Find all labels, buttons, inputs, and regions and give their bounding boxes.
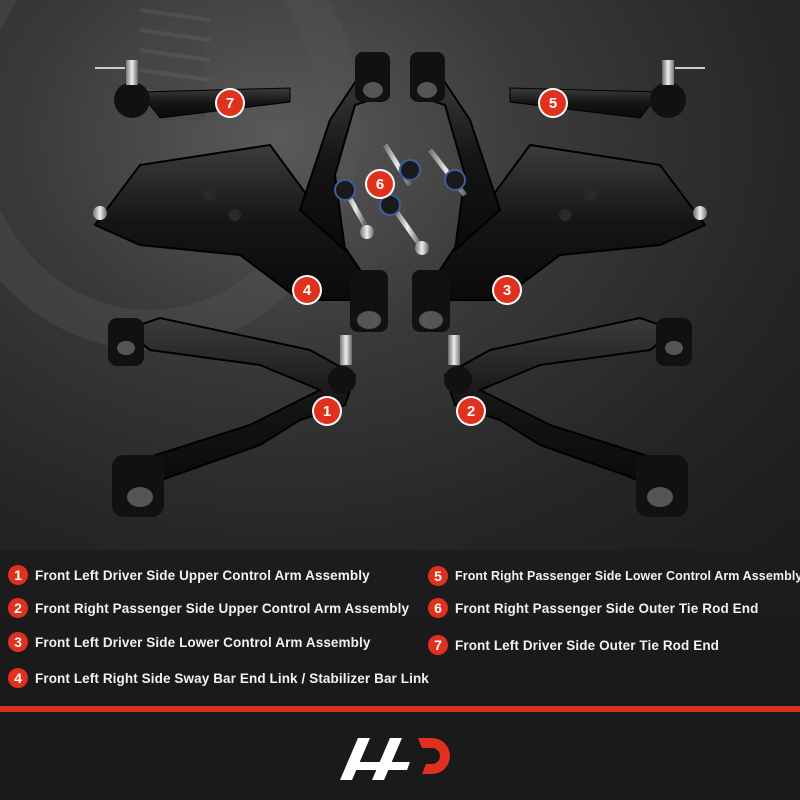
legend-label: Front Left Driver Side Upper Control Arm… (35, 567, 370, 583)
legend-item-3: 3 Front Left Driver Side Lower Control A… (8, 630, 370, 654)
callout-badge-3: 3 (494, 277, 520, 303)
legend-item-6: 6 Front Right Passenger Side Outer Tie R… (428, 596, 758, 620)
tie-rod-end-left (95, 60, 291, 119)
callout-badge-6: 6 (367, 171, 393, 197)
tie-rod-end-right (509, 60, 705, 119)
suspension-parts-illustration (0, 0, 707, 517)
legend-label: Front Right Passenger Side Upper Control… (35, 600, 410, 616)
legend-number: 5 (428, 566, 448, 586)
legend-item-4: 4 Front Left Right Side Sway Bar End Lin… (8, 666, 429, 690)
legend-number: 7 (428, 635, 448, 655)
parts-legend: 1 Front Left Driver Side Upper Control A… (0, 550, 800, 710)
callout-badge-5: 5 (540, 90, 566, 116)
callout-badge-1: 1 (314, 398, 340, 424)
legend-label: Front Left Driver Side Lower Control Arm… (35, 634, 371, 650)
legend-label: Front Right Passenger Side Outer Tie Rod… (455, 600, 759, 616)
a-premium-logo-icon (340, 738, 450, 780)
legend-label: Front Right Passenger Side Lower Control… (455, 569, 800, 583)
legend-item-1: 1 Front Left Driver Side Upper Control A… (8, 563, 370, 587)
callout-badge-7: 7 (217, 90, 243, 116)
callout-badge-2: 2 (458, 398, 484, 424)
legend-number: 3 (8, 632, 28, 652)
legend-label: Front Left Driver Side Outer Tie Rod End (455, 637, 720, 653)
legend-number: 6 (428, 598, 448, 618)
legend-item-7: 7 Front Left Driver Side Outer Tie Rod E… (428, 633, 719, 657)
legend-item-2: 2 Front Right Passenger Side Upper Contr… (8, 596, 409, 620)
accent-divider (0, 706, 800, 712)
legend-number: 2 (8, 598, 28, 618)
legend-number: 1 (8, 565, 28, 585)
product-photo: 7 5 6 4 3 1 2 (0, 0, 800, 550)
footer-bar (0, 712, 800, 800)
sway-bar-links (334, 143, 467, 255)
lower-control-arm-left (93, 52, 390, 332)
upper-control-arm-left (108, 316, 357, 517)
legend-number: 4 (8, 668, 28, 688)
callout-badge-4: 4 (294, 277, 320, 303)
legend-item-5: 5 Front Right Passenger Side Lower Contr… (428, 564, 800, 588)
lower-control-arm-right (410, 52, 707, 332)
upper-control-arm-right (443, 316, 692, 517)
legend-label: Front Left Right Side Sway Bar End Link … (35, 670, 429, 686)
